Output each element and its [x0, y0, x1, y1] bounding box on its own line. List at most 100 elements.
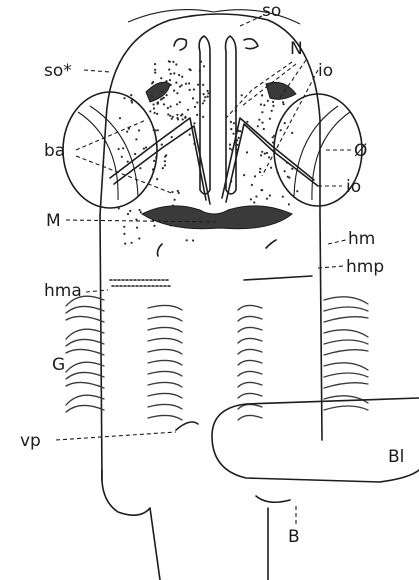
label-io-top: io	[318, 61, 333, 81]
sensory-dot	[163, 103, 165, 105]
sensory-dot	[127, 213, 129, 215]
sensory-dot	[235, 128, 237, 130]
gill-filament	[148, 305, 182, 310]
sensory-dot	[149, 110, 151, 112]
sensory-dot	[233, 133, 235, 135]
gill-filament	[148, 327, 182, 332]
sensory-dot	[131, 101, 133, 103]
sensory-dot	[282, 101, 284, 103]
label-ba: ba	[44, 141, 65, 161]
sensory-dot	[154, 63, 156, 65]
sensory-dot	[243, 174, 245, 176]
sensory-dot	[254, 175, 256, 177]
sensory-dot	[203, 93, 205, 95]
sensory-dot	[236, 149, 238, 151]
sensory-dot	[230, 121, 232, 123]
gill-filament	[238, 305, 262, 310]
sensory-dot	[174, 199, 176, 201]
sensory-dot	[145, 146, 147, 148]
sensory-dot	[179, 86, 181, 88]
gill-filament	[66, 339, 104, 346]
sensory-dot	[118, 148, 120, 150]
sensory-dot	[157, 101, 159, 103]
sensory-dot	[284, 170, 286, 172]
gill-filament	[324, 363, 368, 370]
gill-filament	[148, 316, 182, 321]
sensory-dot	[135, 219, 137, 221]
sensory-dot	[190, 69, 192, 71]
sensory-dot	[284, 122, 286, 124]
sensory-dot	[170, 73, 172, 75]
sensory-dot	[230, 128, 232, 130]
gill-filament	[324, 350, 368, 355]
sensory-dot	[258, 119, 260, 121]
sensory-dot	[179, 101, 181, 103]
nasal-canal	[199, 36, 236, 194]
label-vp: vp	[20, 431, 41, 451]
sensory-dot	[272, 101, 274, 103]
sensory-dot	[204, 96, 206, 98]
sensory-dot	[266, 198, 268, 200]
sensory-dot	[170, 105, 172, 107]
sensory-dot	[155, 156, 157, 158]
sensory-dot	[156, 113, 158, 115]
sensory-dot	[192, 239, 194, 241]
sensory-dot	[259, 171, 261, 173]
gill-filament	[238, 316, 262, 321]
gill-filament	[238, 360, 262, 365]
sensory-dot	[130, 100, 132, 102]
sensory-dot	[121, 156, 123, 158]
sensory-dot	[196, 101, 198, 103]
sensory-dot	[119, 117, 121, 119]
sensory-dot	[231, 149, 233, 151]
label-so: so	[262, 1, 281, 21]
sensory-dot	[150, 176, 152, 178]
gill-filament	[66, 382, 104, 388]
sensory-dot	[260, 154, 262, 156]
sensory-dot	[161, 91, 163, 93]
label-N: N	[290, 39, 303, 59]
gill-filament	[148, 382, 182, 387]
infraorbital-canal-left	[110, 118, 210, 204]
sensory-dot	[135, 138, 137, 140]
sensory-dot	[263, 104, 265, 106]
sensory-dot	[173, 90, 175, 92]
gill-filament	[148, 415, 182, 420]
gill-filament	[324, 297, 368, 304]
mouth	[142, 206, 292, 229]
gill-filament	[66, 349, 104, 355]
gill-filament	[66, 372, 104, 379]
yolk-sac	[212, 398, 419, 482]
sensory-dot	[263, 128, 265, 130]
sensory-dot	[123, 226, 125, 228]
lower-body	[102, 470, 160, 580]
sensory-dot	[282, 196, 284, 198]
sensory-dot	[239, 130, 241, 132]
sensory-dot	[151, 82, 153, 84]
sensory-dot	[188, 82, 190, 84]
sensory-dot	[153, 129, 155, 131]
label-io-bottom: io	[346, 177, 361, 197]
sensory-dot	[272, 141, 274, 143]
label-hmp: hmp	[346, 257, 384, 277]
sensory-dot	[189, 134, 191, 136]
sensory-dot	[241, 94, 243, 96]
sensory-dot	[176, 114, 178, 116]
sensory-dot	[134, 153, 136, 155]
sensory-dot	[153, 107, 155, 109]
sensory-dot	[173, 72, 175, 74]
sensory-dot	[131, 242, 133, 244]
sensory-dot	[236, 139, 238, 141]
sensory-dot	[162, 167, 164, 169]
sensory-dot	[246, 121, 248, 123]
B-stub	[256, 496, 290, 502]
sensory-dot	[165, 154, 167, 156]
gill-filament	[238, 382, 262, 387]
gill-filament	[238, 327, 262, 332]
gill-filament	[324, 406, 368, 410]
sensory-dot	[260, 103, 262, 105]
sensory-dot	[185, 83, 187, 85]
hyomandibular-mark-right	[266, 240, 276, 248]
sensory-dot	[154, 72, 156, 74]
sensory-dot	[175, 63, 177, 65]
